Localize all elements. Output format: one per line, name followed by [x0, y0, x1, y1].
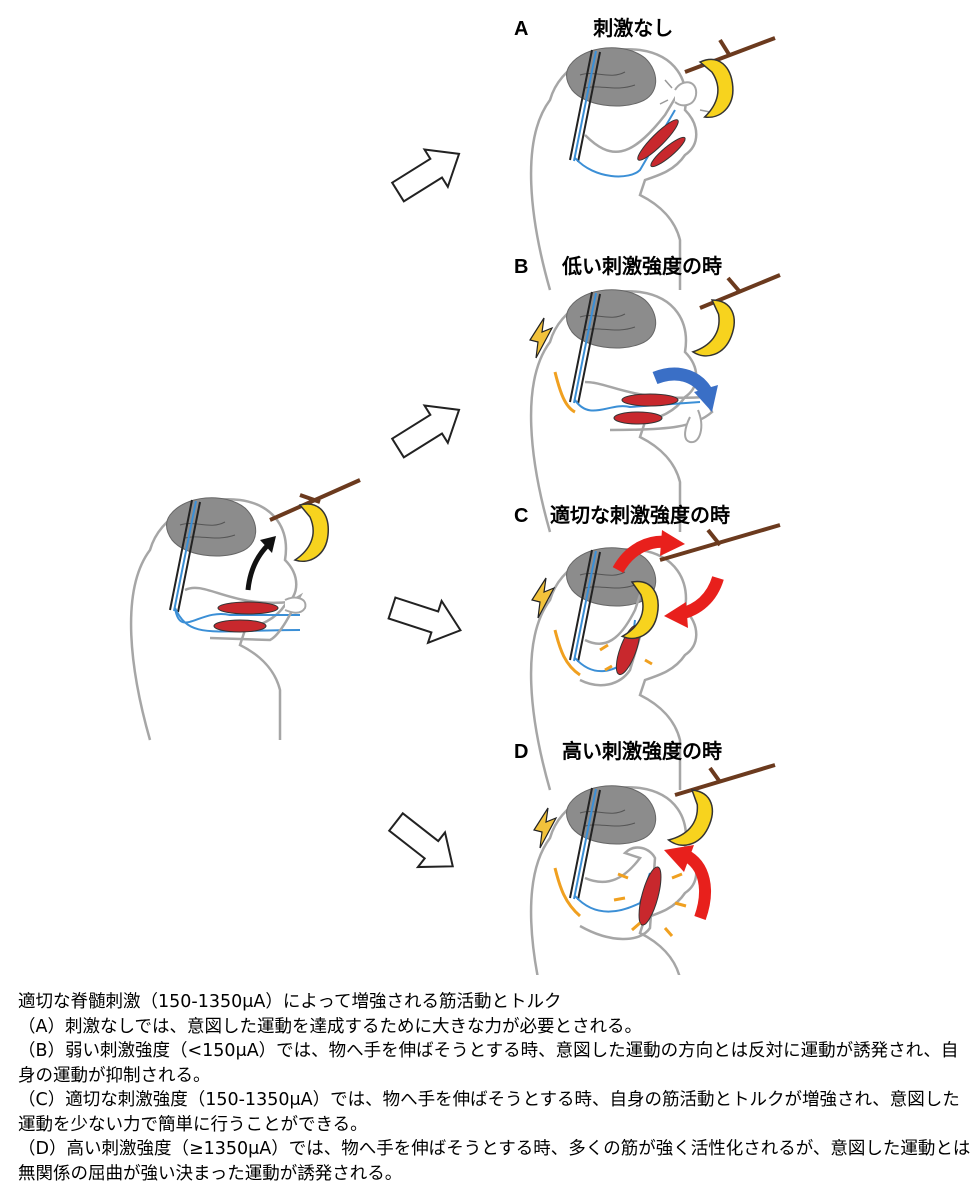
outline-arrow-to-c: [385, 587, 467, 651]
panel-d-title: 高い刺激強度の時: [562, 741, 722, 763]
red-arrow-d: [685, 855, 705, 918]
bolt-b: [530, 318, 552, 358]
panel-b-title: 低い刺激強度の時: [562, 256, 722, 278]
branch-d: [675, 765, 775, 795]
panel-a-label: A 刺激なし: [514, 12, 673, 41]
caption-a: （A）刺激なしでは、意図した運動を達成するために大きな力が必要とされる。: [18, 1015, 973, 1040]
panel-c-label: C 適切な刺激強度の時: [514, 499, 730, 528]
branch-a: [685, 38, 775, 72]
panel-d-letter: D: [514, 741, 528, 763]
reach-arrow-black: [248, 545, 268, 590]
figure-caption: 適切な脊髄刺激（150-1350μA）によって増強される筋活動とトルク （A）刺…: [18, 990, 973, 1186]
outline-arrow-to-b: [386, 391, 470, 466]
panel-d-illustration: [531, 786, 696, 975]
panel-d-label: D 高い刺激強度の時: [514, 735, 722, 764]
figure: [0, 0, 980, 975]
panel-b-letter: B: [514, 256, 528, 278]
banana-center: [295, 504, 328, 561]
panel-b-label: B 低い刺激強度の時: [514, 250, 722, 279]
banana-d: [668, 787, 719, 852]
caption-d: （D）高い刺激強度（≥1350μA）では、物へ手を伸ばそうとする時、多くの筋が強…: [18, 1137, 973, 1186]
panel-c-letter: C: [514, 505, 528, 527]
center-monkey-illustration: [131, 498, 305, 740]
branch-b: [700, 275, 780, 308]
panel-a-title: 刺激なし: [593, 18, 673, 40]
panel-c-title: 適切な刺激強度の時: [550, 505, 730, 527]
outline-arrow-to-d: [382, 805, 466, 884]
outline-arrow-to-a: [386, 135, 470, 210]
caption-heading: 適切な脊髄刺激（150-1350μA）によって増強される筋活動とトルク: [18, 990, 973, 1015]
caption-b: （B）弱い刺激強度（<150μA）では、物へ手を伸ばそうとする時、意図した運動の…: [18, 1039, 973, 1088]
banana-b: [693, 298, 740, 362]
panel-b-illustration: [531, 290, 712, 532]
panel-a-letter: A: [514, 18, 528, 40]
caption-c: （C）適切な刺激強度（150-1350μA）では、物へ手を伸ばそうとする時、自身…: [18, 1088, 973, 1137]
